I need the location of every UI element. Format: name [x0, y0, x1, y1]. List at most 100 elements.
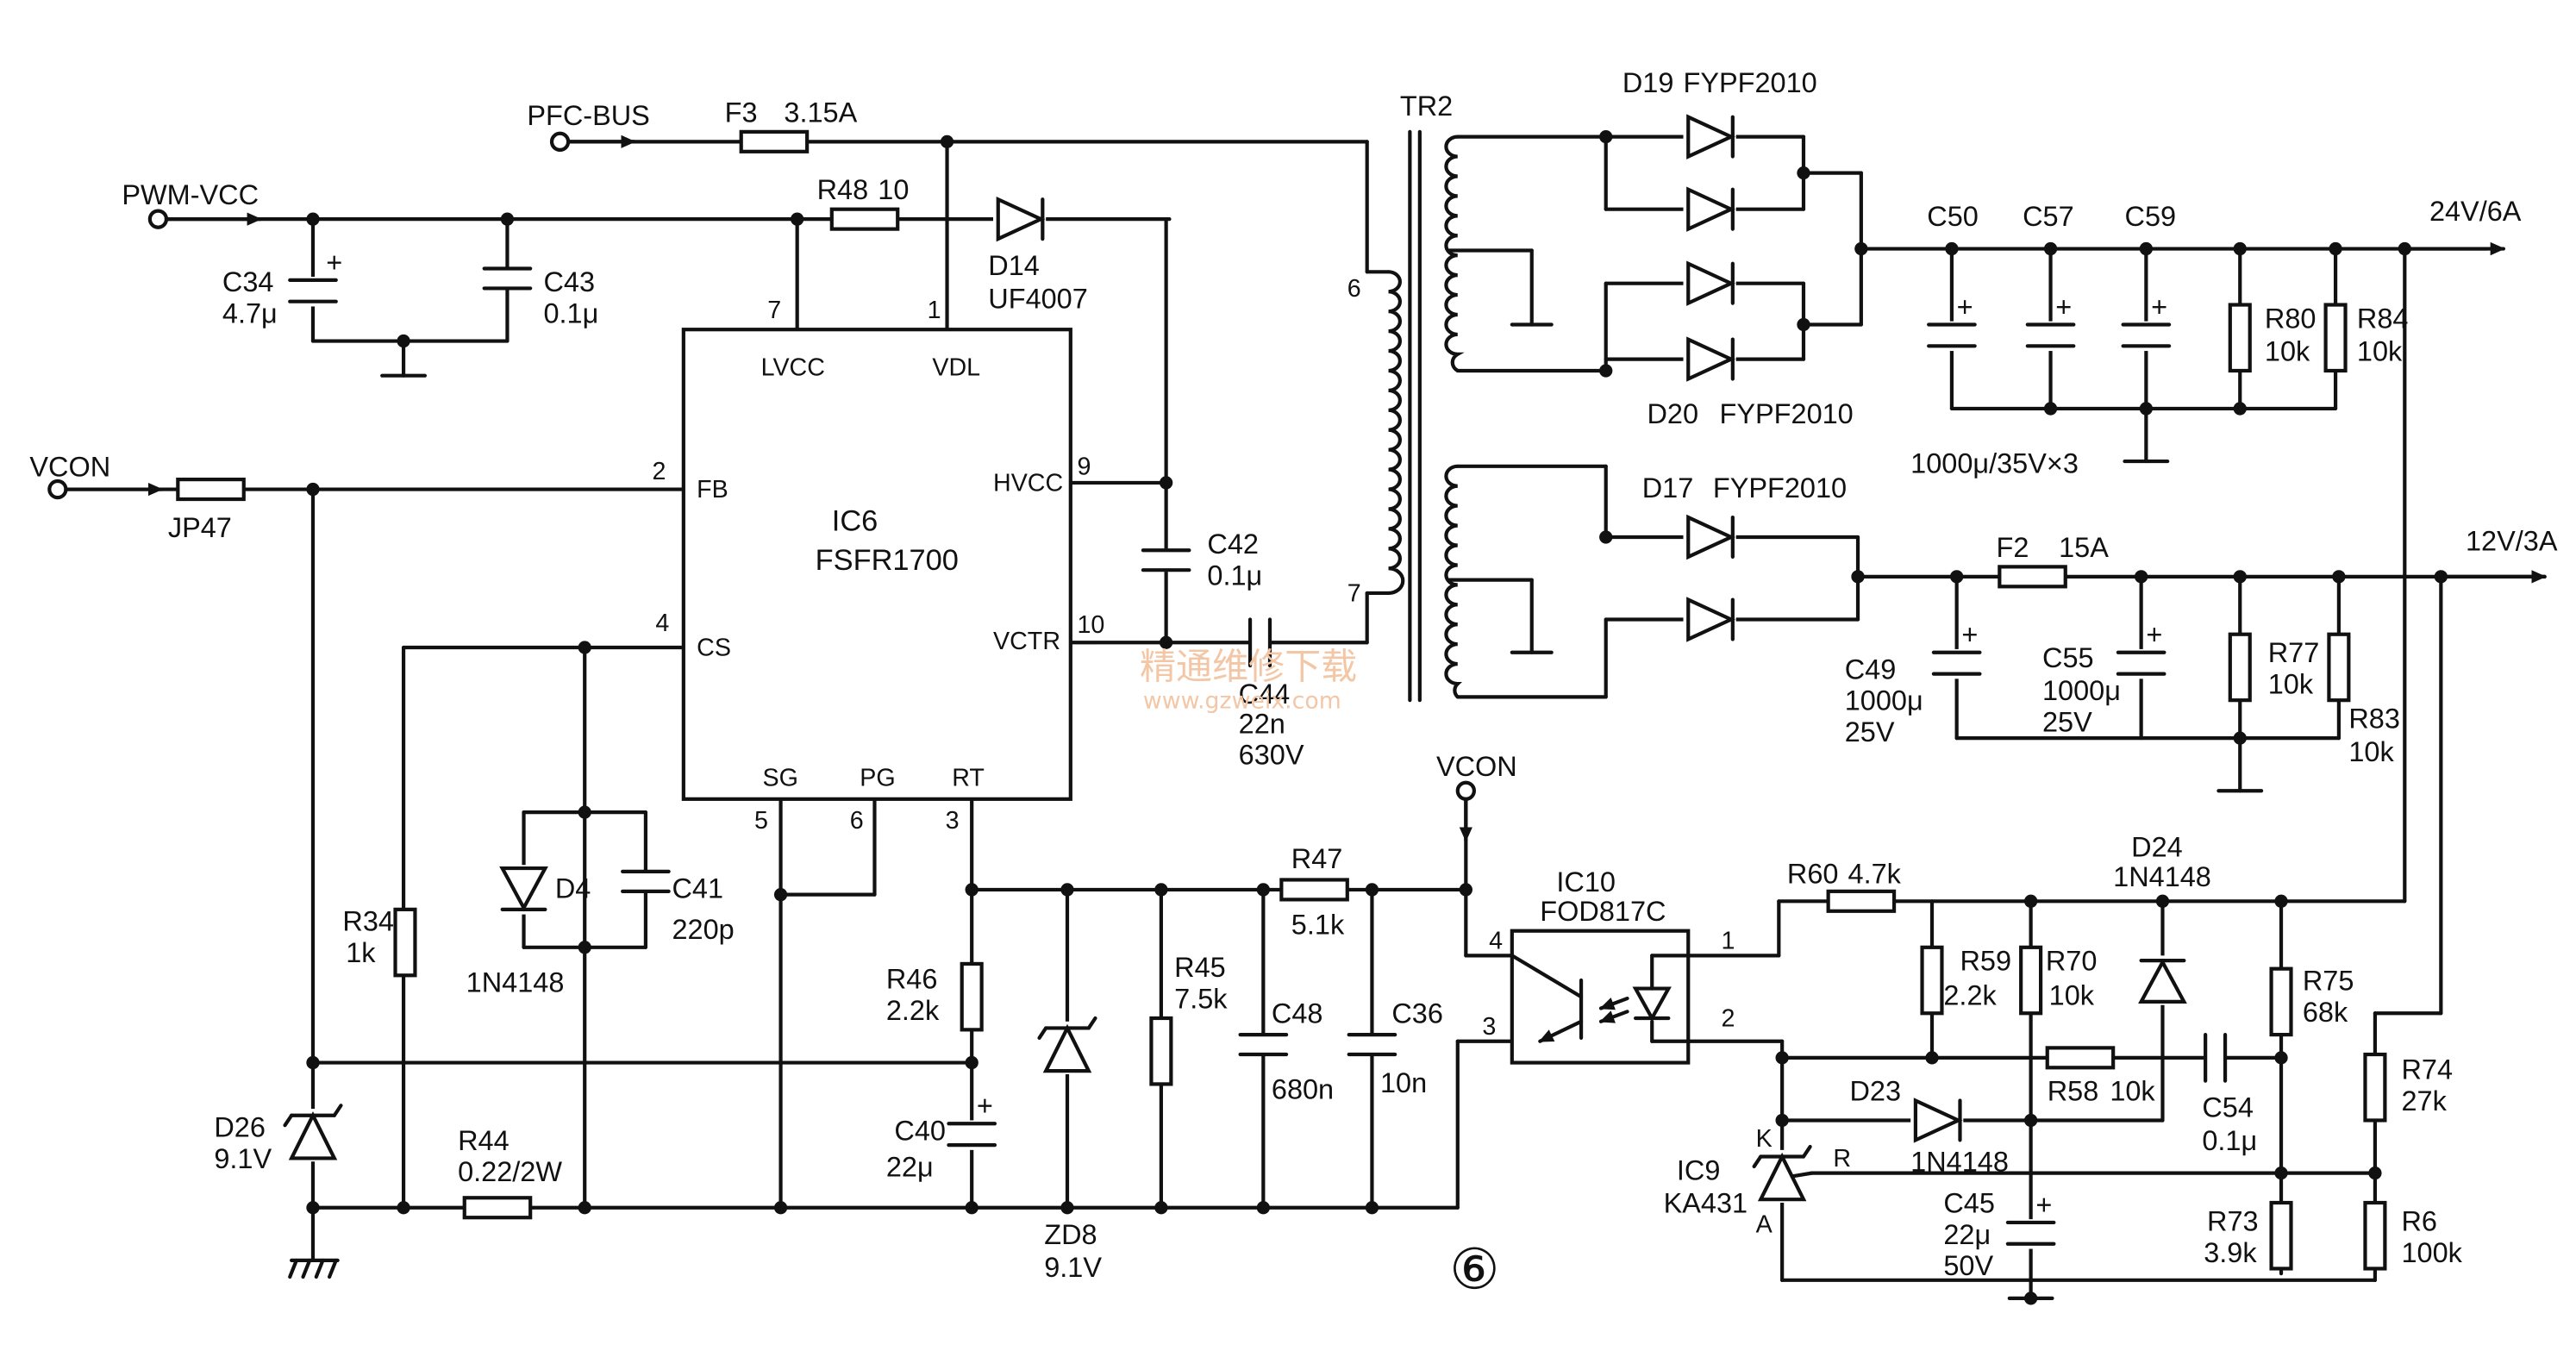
label-r70: R70 — [2046, 946, 2098, 977]
electrolytic-c59: + — [2121, 291, 2172, 352]
resistor-r44 — [462, 1196, 533, 1220]
label-c49: C49 — [1845, 654, 1897, 685]
pin-pg: PG — [860, 765, 895, 792]
resistor-r84 — [2323, 303, 2348, 373]
value-r74: 27k — [2401, 1085, 2447, 1116]
grounds — [288, 322, 2264, 1300]
tr2-pin7: 7 — [1347, 580, 1361, 608]
pin-vdl: VDL — [932, 354, 980, 382]
label-f3: F3 — [725, 97, 758, 128]
resistor-r80 — [2228, 303, 2252, 373]
value-f2: 15A — [2059, 532, 2109, 563]
label-c41: C41 — [672, 873, 723, 904]
label-jp47: JP47 — [168, 512, 232, 543]
zener-zd8 — [1037, 1016, 1097, 1074]
resistor-r48 — [829, 207, 900, 231]
resistor-r45 — [1149, 1016, 1173, 1086]
label-c44: C44 — [1239, 679, 1291, 710]
resistor-r47 — [1279, 878, 1349, 902]
label-r6: R6 — [2401, 1205, 2437, 1236]
resistor-r46 — [960, 961, 984, 1032]
diode-d17a — [1683, 514, 1736, 560]
diode-d19b — [1683, 186, 1736, 232]
zener-d26 — [283, 1104, 343, 1162]
ic6-labels: IC6 FSFR1700 LVCC VDL FB CS HVCC VCTR SG… — [653, 297, 1105, 835]
watermark-text: 精通维修下载 — [1140, 645, 1357, 687]
diode-d4 — [499, 865, 548, 915]
net-label-pwm-vcc: PWM-VCC — [122, 179, 259, 210]
chassis-ground-symbol — [288, 1258, 340, 1279]
value-c55: 1000μ — [2042, 675, 2121, 706]
diode-d19a — [1683, 114, 1736, 159]
resistor-r75 — [2269, 966, 2293, 1037]
ic10-pin4: 4 — [1489, 928, 1503, 955]
svg-text:+: + — [977, 1091, 993, 1122]
ic9-pin-a: A — [1756, 1210, 1773, 1238]
wires — [64, 134, 2547, 1300]
pin-hvcc: HVCC — [993, 469, 1063, 497]
figure-number: ⑥ — [1449, 1237, 1499, 1302]
label-c43: C43 — [543, 266, 595, 297]
value-zd8: 9.1V — [1044, 1252, 1102, 1283]
value-r45: 7.5k — [1174, 984, 1228, 1015]
ic6-package — [681, 328, 1072, 801]
resistor-r34 — [393, 907, 417, 978]
resistor-r73 — [2269, 1200, 2293, 1271]
ic10-pin1: 1 — [1721, 928, 1735, 955]
value-r75: 68k — [2303, 997, 2348, 1028]
value-r44: 0.22/2W — [458, 1156, 562, 1187]
value-r46: 2.2k — [886, 995, 940, 1026]
label-c45: C45 — [1943, 1187, 1995, 1218]
diode-d14 — [993, 196, 1047, 242]
capacitor-c48 — [1238, 1032, 1289, 1057]
value-r34: 1k — [346, 937, 376, 968]
value-c54: 0.1μ — [2202, 1125, 2257, 1156]
value-c40: 22μ — [886, 1151, 934, 1182]
value-r59: 2.2k — [1943, 980, 1997, 1011]
pfc-bus-terminal — [549, 131, 571, 153]
net-label-24v: 24V/6A — [2429, 196, 2522, 227]
value-c34: 4.7μ — [222, 298, 278, 329]
pin-number-3: 3 — [946, 807, 960, 835]
electrolytic-c50: + — [1927, 291, 1977, 352]
pin-number-9: 9 — [1077, 453, 1091, 480]
ic10-pin3: 3 — [1482, 1013, 1496, 1041]
label-c59: C59 — [2125, 201, 2177, 232]
label-r46: R46 — [886, 964, 938, 995]
svg-text:+: + — [2035, 1189, 2052, 1220]
svg-text:+: + — [326, 247, 342, 278]
label-f2: F2 — [1997, 532, 2029, 563]
value-d20: FYPF2010 — [1720, 398, 1854, 429]
pin-number-6: 6 — [850, 807, 864, 835]
value-r73: 3.9k — [2204, 1237, 2257, 1268]
label-r84: R84 — [2357, 303, 2409, 334]
pin-number-2: 2 — [653, 458, 666, 485]
label-r34: R34 — [342, 906, 394, 937]
value-c45: 22μ — [1943, 1219, 1991, 1250]
resistor-r60 — [1826, 889, 1897, 913]
label-d26: D26 — [214, 1112, 266, 1143]
value-c45-voltage: 50V — [1943, 1250, 1993, 1281]
value-d26: 9.1V — [214, 1143, 272, 1174]
svg-text:+: + — [1961, 619, 1978, 650]
label-d24: D24 — [2131, 832, 2183, 863]
transformer-tr2 — [1388, 129, 1465, 703]
pin-number-4: 4 — [655, 610, 669, 637]
label-r83: R83 — [2348, 704, 2400, 735]
value-r84: 10k — [2357, 335, 2403, 366]
pin-number-10: 10 — [1077, 611, 1104, 639]
shunt-regulator-ic9 — [1752, 1144, 1814, 1204]
net-terminals — [47, 131, 2547, 842]
label-r59: R59 — [1960, 946, 2011, 977]
fuse-f3 — [739, 129, 810, 153]
label-c42: C42 — [1207, 529, 1259, 560]
net-labels: PFC-BUS PWM-VCC VCON VCON 24V/6A 12V/3A — [29, 100, 2557, 782]
value-r60: 4.7k — [1848, 858, 1902, 889]
value-d23: 1N4148 — [1910, 1147, 2009, 1178]
watermark-url: www.gzweix.com — [1143, 688, 1341, 715]
value-d17: FYPF2010 — [1713, 472, 1847, 503]
value-r48: 10 — [878, 174, 909, 205]
value-r70: 10k — [2049, 980, 2095, 1011]
pin-number-1: 1 — [928, 297, 941, 324]
